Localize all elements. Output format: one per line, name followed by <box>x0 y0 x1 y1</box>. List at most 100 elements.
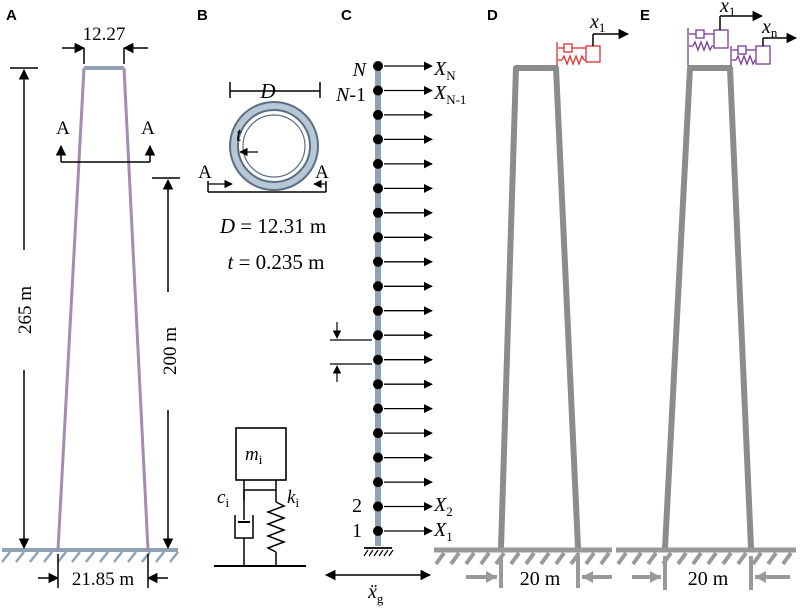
lumped-mass-node <box>373 207 383 218</box>
panel-e-disp-n-subscript: n <box>771 25 778 40</box>
node-2-label: 2 <box>352 495 362 517</box>
panel-a-section-mark-right: A <box>141 118 155 139</box>
panel-c-column <box>375 64 381 546</box>
node-second-label: N-1 <box>335 84 366 106</box>
node-1-label: 1 <box>352 520 362 542</box>
panel-b-diameter-dimension <box>229 82 321 98</box>
spring-label: ki <box>287 487 299 510</box>
panel-e-base-width-label: 20 m <box>688 568 729 590</box>
panel-e-base-width-dimension <box>632 556 790 590</box>
panel-a-total-height-dimension <box>10 67 38 550</box>
panel-e-ground <box>616 547 796 566</box>
panel-a-letter: A <box>6 7 17 24</box>
force-1-symbol: X <box>433 519 447 541</box>
spring-icon <box>265 490 287 566</box>
mass-label: mi <box>245 444 263 467</box>
panel-b-letter: B <box>197 7 208 24</box>
lumped-mass-node <box>373 477 383 488</box>
damper-subscript: i <box>225 495 229 510</box>
panel-c: C N N-1 2 1 XN XN-1 X2 X1 ẍg <box>324 7 466 606</box>
force-top-subscript: N <box>446 68 456 83</box>
lumped-mass-node <box>373 330 383 341</box>
lumped-mass-node <box>373 305 383 316</box>
force-2-label: X2 <box>433 494 453 519</box>
panel-b-thickness-equation: t = 0.235 m <box>227 250 324 274</box>
panel-d-disp-label: x1 <box>589 11 605 35</box>
panel-b-pipe-section <box>229 101 319 191</box>
panel-b-thickness-eq-rhs: = 0.235 m <box>233 250 324 274</box>
panel-a-top-width-label: 12.27 <box>83 24 126 45</box>
panel-c-element-marker <box>330 322 372 382</box>
damper-icon <box>234 490 254 566</box>
panel-b-thickness-symbol: t <box>236 124 242 146</box>
panel-d-base-width-label: 20 m <box>520 568 561 590</box>
panel-a-section-cut <box>55 144 156 163</box>
lumped-mass-node <box>373 256 383 267</box>
panel-e-disp-1-subscript: 1 <box>729 4 736 19</box>
panel-b-diameter-eq-rhs: = 12.31 m <box>235 214 326 238</box>
panel-a-top-width-dimension <box>62 42 148 64</box>
panel-a-base-width-dimension <box>38 554 168 588</box>
panel-c-letter: C <box>341 7 352 24</box>
panel-e-disp-1-symbol: x <box>719 0 729 17</box>
lumped-mass-node <box>373 379 383 390</box>
panel-a-partial-height-dimension <box>152 177 180 550</box>
lumped-mass-node <box>373 158 383 169</box>
lumped-mass-node <box>373 134 383 145</box>
panel-e-disp-n-label: xn <box>761 16 778 40</box>
lumped-mass-node <box>373 354 383 365</box>
mass-subscript: i <box>259 452 263 467</box>
lumped-mass-node <box>373 281 383 292</box>
panel-d-base-width-dimension <box>466 556 612 588</box>
panel-a-section-mark-left: A <box>56 118 70 139</box>
force-second-label: XN-1 <box>433 82 466 107</box>
spring-symbol: k <box>287 487 296 508</box>
force-2-symbol: X <box>433 494 447 516</box>
panel-c-force-arrows <box>384 61 433 536</box>
lumped-mass-node <box>373 232 383 243</box>
panel-d: D x1 <box>434 7 630 590</box>
damper-label: ci <box>217 487 229 510</box>
force-2-subscript: 2 <box>446 504 453 519</box>
lumped-mass-node <box>373 183 383 194</box>
force-second-symbol: X <box>433 82 447 104</box>
panel-a: A 12.27 A A <box>1 7 181 590</box>
panel-b-section-bracket <box>207 179 327 193</box>
lumped-mass-node <box>373 61 383 71</box>
panel-b-thickness-eq-lhs: t <box>227 250 234 274</box>
panel-b: B D t A A D = 12.31 m t = 0.235 m <box>197 7 329 567</box>
lumped-mass-node <box>373 85 383 96</box>
node-top-label: N <box>352 59 368 81</box>
panel-a-tower <box>56 66 150 551</box>
panel-b-diameter-equation: D = 12.31 m <box>219 214 326 238</box>
panel-e-letter: E <box>640 7 650 24</box>
panel-b-diameter-eq-lhs: D <box>219 214 235 238</box>
force-1-label: X1 <box>433 519 453 544</box>
force-1-subscript: 1 <box>446 529 453 544</box>
panel-b-diameter-symbol: D <box>259 79 275 103</box>
panel-d-letter: D <box>487 7 498 24</box>
panel-a-base-width-label: 21.85 m <box>72 569 135 590</box>
panel-e-disp-n-symbol: x <box>761 16 771 38</box>
panel-c-base-hatch <box>363 549 394 557</box>
panel-e: E x1 xn <box>616 0 798 590</box>
panel-e-tower <box>662 65 754 549</box>
damper-symbol: c <box>217 487 226 508</box>
panel-d-disp-subscript: 1 <box>599 20 606 35</box>
lumped-mass-node <box>373 526 383 536</box>
panel-c-nodes <box>373 61 383 536</box>
node-second-suffix: -1 <box>349 84 366 106</box>
panel-b-sdof-model <box>214 427 306 567</box>
panel-a-ground <box>1 548 179 563</box>
ground-accel-symbol: ẍ <box>367 581 377 603</box>
lumped-mass-node <box>373 501 383 512</box>
node-second-symbol: N <box>335 84 351 106</box>
force-top-label: XN <box>433 58 456 83</box>
ground-accel-label: ẍg <box>367 581 384 606</box>
panel-a-total-height-label: 265 m <box>15 286 36 334</box>
force-top-symbol: X <box>433 58 447 80</box>
panel-b-section-mark-left: A <box>198 162 212 183</box>
lumped-mass-node <box>373 109 383 120</box>
panel-d-ground <box>434 547 612 566</box>
